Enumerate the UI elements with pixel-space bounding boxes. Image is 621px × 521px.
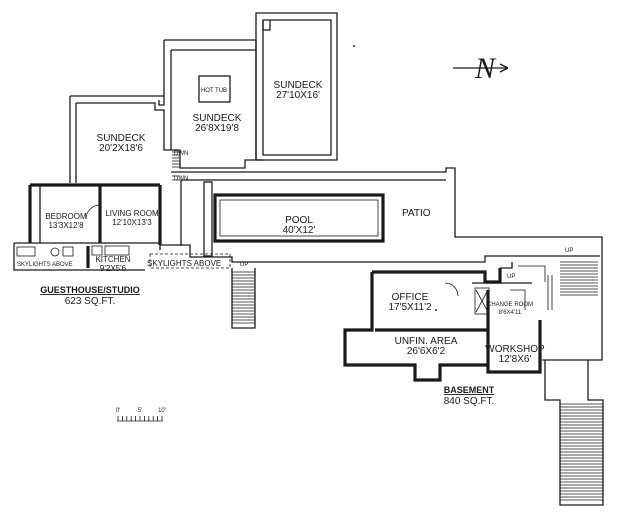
plan-dot — [353, 45, 355, 47]
sundeck-left-label: SUNDECK — [97, 133, 146, 144]
bath-fixture — [16, 246, 36, 257]
pool-side-wall — [203, 181, 213, 257]
guesthouse-sqft: 623 SQ.FT. — [65, 296, 116, 307]
pool-size: 40'X12' — [283, 225, 316, 236]
stair-up-right-label: UP — [565, 248, 573, 254]
stair-up-left-label: UP — [240, 262, 248, 268]
basement-sqft: 840 SQ.FT. — [444, 396, 495, 407]
sundeck-left-size: 20'2X18'6 — [99, 143, 143, 154]
scale-label-10: 10' — [158, 408, 166, 414]
living-room-label: LIVING ROOM — [105, 209, 159, 218]
dwn-label-2: DWN — [174, 176, 188, 182]
guesthouse — [13, 183, 231, 271]
workshop-label: WORKSHOP — [485, 344, 545, 355]
unfin-area-label: UNFIN. AREA — [395, 336, 458, 347]
deck-stairs — [172, 151, 180, 181]
sundeck-left-area — [69, 95, 171, 183]
kitchen-counter — [104, 245, 130, 256]
pool-label: POOL — [285, 215, 313, 226]
scale-label-5: 5' — [138, 408, 142, 414]
north-letter: N — [474, 52, 497, 85]
patio — [160, 167, 603, 361]
basement-stair-right — [544, 261, 604, 506]
north-arrow-icon: N — [453, 52, 509, 85]
change-room-fixture — [474, 287, 490, 315]
toilet-icon — [50, 247, 60, 257]
office-label: OFFICE — [392, 292, 429, 303]
dwn-label-1: DWN — [174, 151, 188, 157]
sundeck-top-label: SUNDECK — [274, 80, 323, 91]
scale-label-0: 0' — [116, 408, 120, 414]
hot-tub — [198, 75, 231, 103]
sundeck-top-size: 27'10X16' — [276, 90, 320, 101]
scale-bar: 0' 5' 10' — [116, 408, 166, 422]
change-room-label: CHANGE ROOM — [487, 302, 533, 308]
stove-icon — [91, 245, 103, 256]
patio-label: PATIO — [402, 208, 431, 219]
kitchen-label: KITCHEN — [95, 255, 130, 264]
change-room-size: 8'6X4'11 — [499, 310, 522, 316]
bedroom-label: BEDROOM — [45, 212, 87, 221]
living-room-size: 12'10X13'3 — [112, 218, 152, 227]
basement-title: BASEMENT — [444, 385, 495, 395]
sundeck-mid-size: 26'8X19'8 — [195, 123, 239, 134]
workshop-size: 12'8X6' — [499, 354, 532, 365]
skylights-right-label: SKYLIGHTS ABOVE — [147, 259, 221, 268]
sundeck-mid-area — [163, 39, 263, 169]
kitchen-size: 9'2X5'6 — [100, 264, 127, 273]
guesthouse-title: GUESTHOUSE/STUDIO — [40, 285, 140, 295]
basement — [343, 262, 546, 382]
plan-dot — [435, 309, 437, 311]
office-size: 17'5X11'2 — [388, 302, 432, 313]
bedroom-size: 13'3X12'8 — [48, 221, 84, 230]
hot-tub-label: HOT TUB — [201, 88, 227, 94]
up-small-label: UP — [507, 274, 515, 280]
patio-stair-left — [231, 268, 256, 329]
pool-outline — [213, 193, 385, 243]
sink-icon — [62, 246, 74, 257]
sundeck-mid-label: SUNDECK — [193, 113, 242, 124]
unfin-area-size: 26'6X6'2 — [407, 346, 446, 357]
skylights-left-label: SKYLIGHTS ABOVE — [17, 262, 73, 268]
